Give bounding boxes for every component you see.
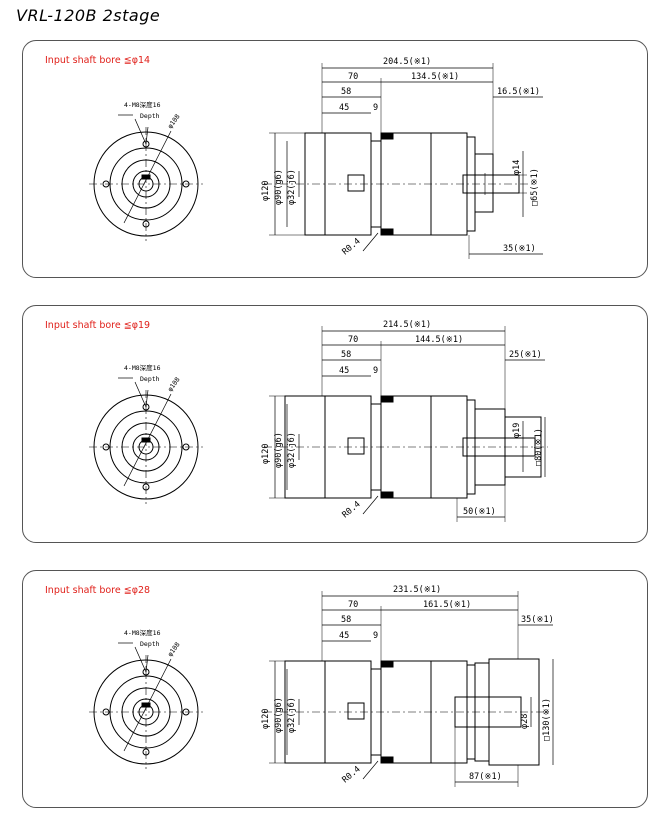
dim-45: 45 xyxy=(339,366,349,376)
front-view: 4-M8深度16 Depth φ108 xyxy=(89,363,203,504)
pcd-label: φ108 xyxy=(166,641,182,658)
bore-label: Input shaft bore ≦φ14 xyxy=(45,55,151,66)
depth-label: Depth xyxy=(140,640,160,648)
pcd-label: φ108 xyxy=(166,376,182,393)
dim-58: 58 xyxy=(341,350,351,360)
front-view: 4-M8深度16 Depth φ108 xyxy=(89,100,203,241)
dim-70: 70 xyxy=(348,335,358,345)
tap-label: 4-M8深度16 xyxy=(124,628,161,637)
r-label: R0.4 xyxy=(341,236,363,257)
r-label: R0.4 xyxy=(341,499,363,520)
dim-70: 70 xyxy=(348,72,358,82)
dim-shaft: φ28 xyxy=(520,714,530,729)
dim-adapter: 25(※1) xyxy=(509,350,542,360)
dim-adapter: 16.5(※1) xyxy=(497,87,540,97)
dim-bottom: 35(※1) xyxy=(503,244,536,254)
dim-58: 58 xyxy=(341,615,351,625)
dim-total: 231.5(※1) xyxy=(393,585,441,595)
side-view: R0.4 φ120 φ90(g6) φ32(j6) 231.5(※1) 70 1… xyxy=(261,585,554,787)
dim-d32: φ32(j6) xyxy=(287,169,297,205)
pcd-label: φ108 xyxy=(166,113,182,130)
dim-d120: φ120 xyxy=(261,709,271,729)
drawing-panel-2: Input shaft bore ≦φ19 4-M8深度16 Depth φ10… xyxy=(22,305,648,543)
dim-d90: φ90(g6) xyxy=(274,169,284,205)
technical-drawing: 4-M8深度16 Depth φ108 R0.4 φ120 xyxy=(89,585,554,787)
dim-70: 70 xyxy=(348,600,358,610)
bore-label: Input shaft bore ≦φ28 xyxy=(45,585,151,596)
dim-d90: φ90(g6) xyxy=(274,432,284,468)
dim-58: 58 xyxy=(341,87,351,97)
technical-drawing: 4-M8深度16 Depth φ108 R0.4 xyxy=(89,57,543,259)
dim-9: 9 xyxy=(373,103,378,113)
dim-total: 214.5(※1) xyxy=(383,320,431,330)
dim-d32: φ32(j6) xyxy=(287,432,297,468)
side-view: R0.4 φ120 φ90(g6) φ32(j6) 214.5(※1) 70 1… xyxy=(261,320,548,522)
dim-shaft: φ14 xyxy=(512,160,522,175)
depth-label: Depth xyxy=(140,112,160,120)
r-label: R0.4 xyxy=(341,764,363,785)
dim-total: 204.5(※1) xyxy=(383,57,431,67)
dim-flange: □80(※1) xyxy=(534,428,544,466)
dim-d32: φ32(j6) xyxy=(287,697,297,733)
dim-45: 45 xyxy=(339,631,349,641)
bore-label: Input shaft bore ≦φ19 xyxy=(45,320,151,331)
dim-bottom: 50(※1) xyxy=(463,507,496,517)
drawing-panel-1: Input shaft bore ≦φ14 4-M8深度16 Depth φ10… xyxy=(22,40,648,278)
dim-body: 134.5(※1) xyxy=(411,72,459,82)
dim-shaft: φ19 xyxy=(512,423,522,438)
dim-flange: □130(※1) xyxy=(542,698,552,741)
dim-bottom: 87(※1) xyxy=(469,772,502,782)
side-view: R0.4 φ120 φ90(g6) φ32(j6) 204.5(※1) 70 1… xyxy=(261,57,543,259)
depth-label: Depth xyxy=(140,375,160,383)
page-title: VRL-120B 2stage xyxy=(16,6,161,25)
dim-d90: φ90(g6) xyxy=(274,697,284,733)
dim-9: 9 xyxy=(373,366,378,376)
tap-label: 4-M8深度16 xyxy=(124,100,161,109)
technical-drawing: 4-M8深度16 Depth φ108 R0.4 φ120 xyxy=(89,320,548,522)
tap-label: 4-M8深度16 xyxy=(124,363,161,372)
dim-d120: φ120 xyxy=(261,181,271,201)
dim-body: 144.5(※1) xyxy=(415,335,463,345)
dim-flange: □65(※1) xyxy=(530,168,540,206)
front-view: 4-M8深度16 Depth φ108 xyxy=(89,628,203,769)
dim-d120: φ120 xyxy=(261,444,271,464)
dim-45: 45 xyxy=(339,103,349,113)
drawing-panel-3: Input shaft bore ≦φ28 4-M8深度16 Depth φ10… xyxy=(22,570,648,808)
dim-9: 9 xyxy=(373,631,378,641)
dim-body: 161.5(※1) xyxy=(423,600,471,610)
dim-adapter: 35(※1) xyxy=(521,615,554,625)
